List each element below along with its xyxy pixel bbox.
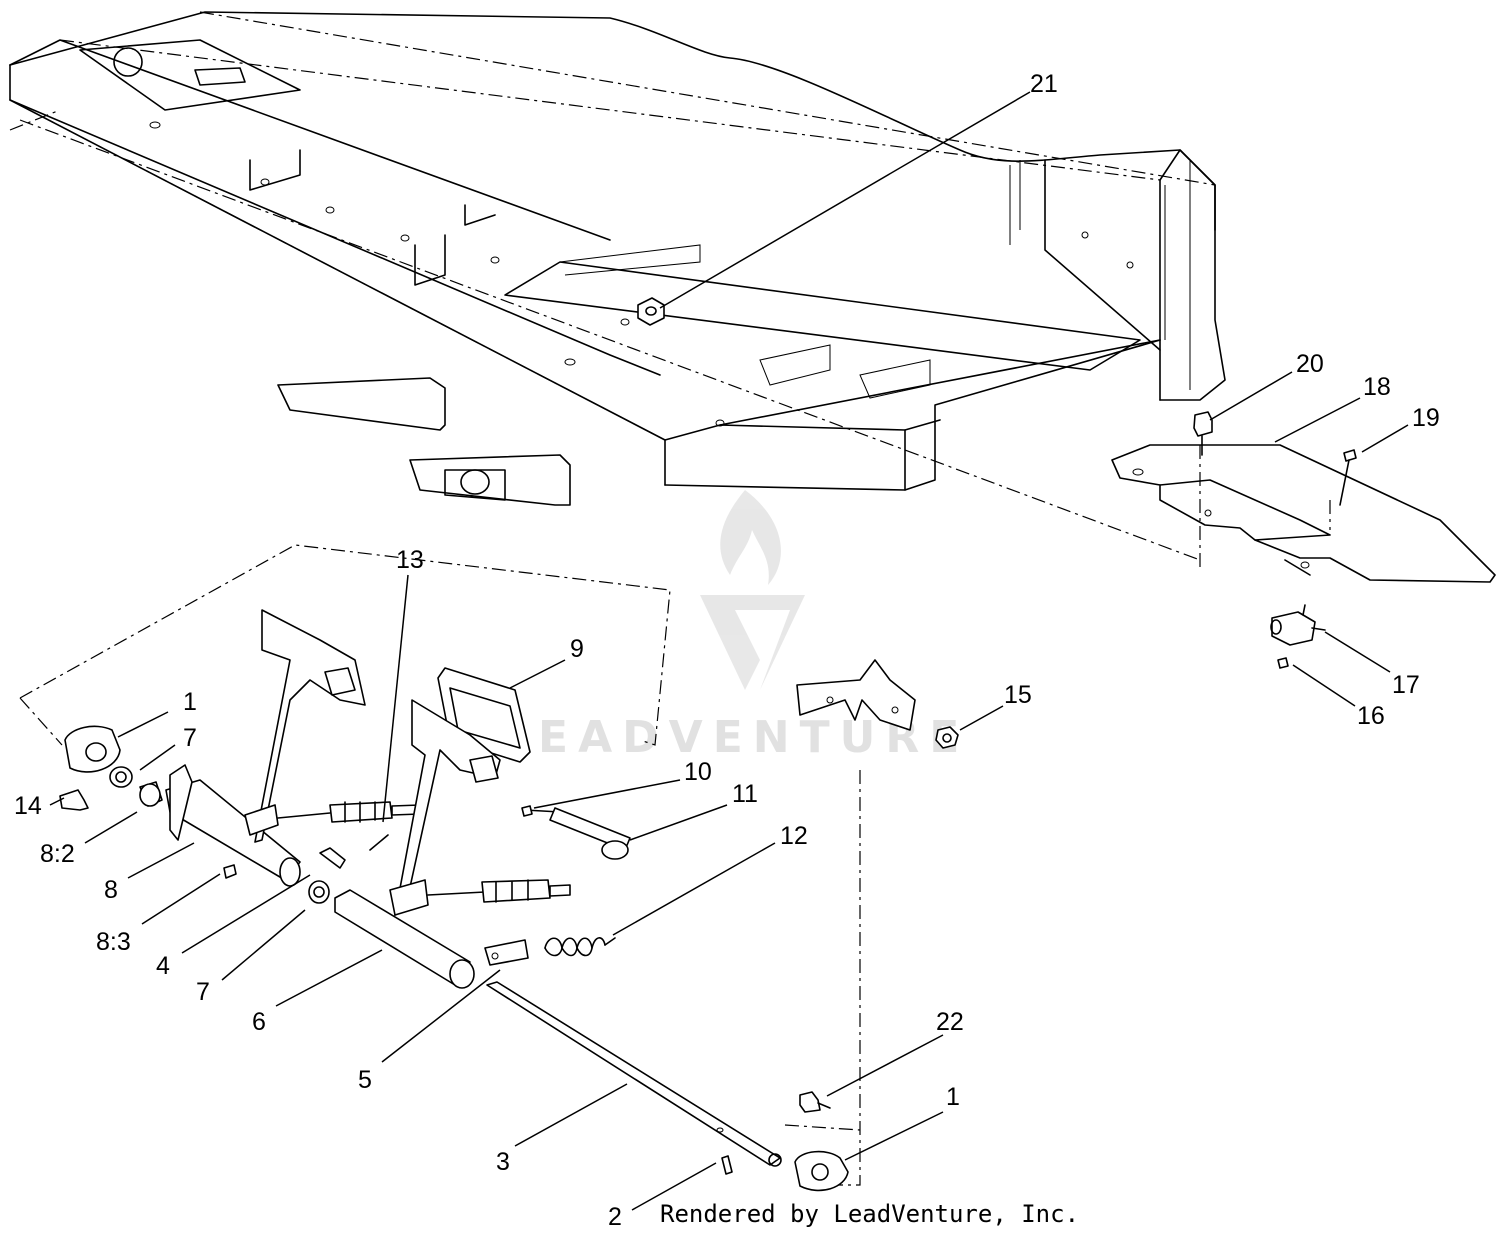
callout-9: 9 — [570, 635, 584, 663]
right-mount-bracket — [796, 659, 916, 731]
callout-21: 21 — [1030, 70, 1058, 98]
part-7-washer-lower — [308, 880, 330, 904]
callout-8-3: 8:3 — [96, 928, 131, 956]
footer-credit: Rendered by LeadVenture, Inc. — [660, 1200, 1079, 1228]
callout-7-lower: 7 — [196, 978, 210, 1006]
part-18-shield-plate — [1111, 444, 1496, 583]
part-20-bolt — [1193, 411, 1213, 456]
left-pedal-cable-rod — [277, 801, 421, 823]
callout-11: 11 — [732, 780, 758, 808]
callout-18: 18 — [1363, 373, 1391, 401]
right-pedal-arm — [389, 699, 501, 916]
callout-16: 16 — [1357, 702, 1385, 730]
part-8-3-grease-fitting — [223, 864, 237, 879]
right-pedal-cable-rod — [427, 879, 571, 903]
watermark-logo-icon — [700, 490, 805, 690]
callout-2: 2 — [608, 1203, 622, 1231]
part-2-roll-pin — [721, 1155, 733, 1175]
callout-8-2: 8:2 — [40, 840, 75, 868]
callout-20: 20 — [1296, 350, 1324, 378]
callout-12: 12 — [780, 822, 808, 850]
callout-15: 15 — [1004, 681, 1032, 709]
part-17-switch — [1270, 604, 1326, 646]
assembly-envelope-lines — [19, 544, 861, 1186]
part-1-left-bearing-flange — [64, 725, 121, 773]
callout-13: 13 — [396, 546, 424, 574]
callout-1-left: 1 — [183, 688, 197, 716]
part-8-pedal-shaft — [165, 764, 301, 887]
part-16-nut — [1277, 657, 1289, 669]
part-6-tube — [334, 889, 475, 989]
part-15-nut — [935, 726, 959, 749]
callout-22: 22 — [936, 1008, 964, 1036]
callout-8: 8 — [104, 876, 118, 904]
callout-labels: 21 20 18 19 17 16 15 13 9 1 7 14 8:2 8 8… — [14, 70, 1440, 1231]
part-14-bolt — [59, 789, 89, 811]
callout-10: 10 — [684, 758, 712, 786]
part-22-bolt — [799, 1091, 831, 1113]
part-1-right-bearing-flange — [794, 1150, 849, 1192]
left-pedal-arm — [244, 609, 366, 843]
leader-lines — [49, 91, 1409, 1211]
callout-19: 19 — [1412, 404, 1440, 432]
part-8-2-bushing — [139, 781, 163, 807]
part-21-nut — [637, 297, 665, 326]
part-11-rod-sleeve — [549, 807, 631, 860]
callout-4: 4 — [156, 952, 170, 980]
part-5-plate — [484, 939, 529, 966]
pedal-mount-bracket — [277, 377, 571, 506]
callout-1-right: 1 — [946, 1083, 960, 1111]
callout-14: 14 — [14, 792, 42, 820]
part-3-shaft — [486, 981, 782, 1167]
callout-17: 17 — [1392, 671, 1420, 699]
callout-6: 6 — [252, 1008, 266, 1036]
callout-3: 3 — [496, 1148, 510, 1176]
part-7-washer-upper — [109, 766, 133, 788]
callout-5: 5 — [358, 1066, 372, 1094]
part-19-screw — [1339, 449, 1357, 506]
part-12-spring — [544, 937, 616, 957]
seat-platform-chassis — [9, 11, 1226, 561]
callout-7-upper: 7 — [183, 724, 197, 752]
part-13-pin — [319, 834, 389, 869]
